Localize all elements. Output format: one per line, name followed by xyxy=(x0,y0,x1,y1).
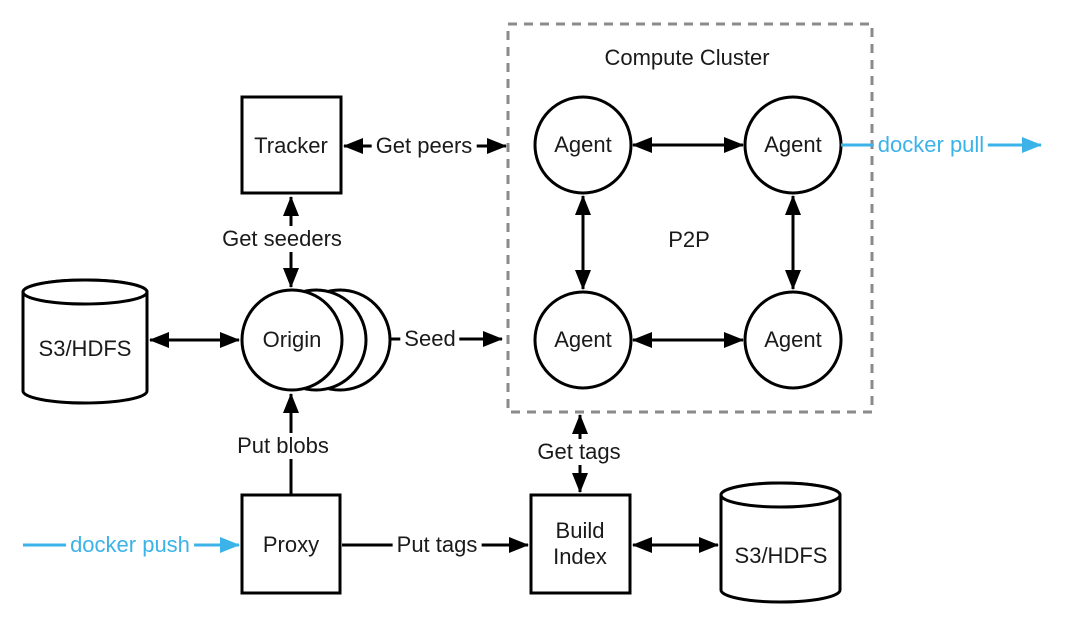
agent-bottom-left-label: Agent xyxy=(554,327,612,352)
s3-hdfs-right-cylinder xyxy=(719,481,842,604)
build-index-line2: Index xyxy=(553,544,607,569)
compute-cluster-title: Compute Cluster xyxy=(604,45,770,70)
p2p-label: P2P xyxy=(668,227,710,252)
build-index-node-shape xyxy=(529,493,632,595)
get-seeders-edge-label: Get seeders xyxy=(218,226,346,252)
agent-top-right-label: Agent xyxy=(764,132,822,157)
put-blobs-edge-label: Put blobs xyxy=(233,433,333,459)
agent-top-left-shape xyxy=(533,95,633,195)
s3-hdfs-left-cylinder xyxy=(21,278,149,405)
agent-bottom-left-shape xyxy=(533,290,633,390)
s3-hdfs-right-label: S3/HDFS xyxy=(734,543,828,568)
s3-hdfs-left-label: S3/HDFS xyxy=(38,336,132,361)
get-tags-edge-label: Get tags xyxy=(533,439,625,465)
docker-pull-edge-label: docker pull xyxy=(873,132,989,158)
proxy-node-label: Proxy xyxy=(262,532,320,557)
origin-node-shape xyxy=(240,288,392,392)
get-peers-edge-label: Get peers xyxy=(371,133,477,159)
tracker-node-label: Tracker xyxy=(254,133,328,158)
origin-node-label: Origin xyxy=(262,327,322,352)
compute-cluster-boundary xyxy=(506,22,874,414)
agent-bottom-right-label: Agent xyxy=(764,327,822,352)
agent-bottom-right-shape xyxy=(743,290,843,390)
agent-top-left-label: Agent xyxy=(554,132,612,157)
proxy-node-shape xyxy=(240,493,342,595)
docker-push-edge-label: docker push xyxy=(66,532,194,558)
put-tags-edge-label: Put tags xyxy=(392,532,482,558)
build-index-node-label: Build Index xyxy=(535,518,625,570)
build-index-line1: Build xyxy=(555,518,605,543)
seed-edge-label: Seed xyxy=(400,326,460,352)
tracker-node-shape xyxy=(240,95,343,195)
